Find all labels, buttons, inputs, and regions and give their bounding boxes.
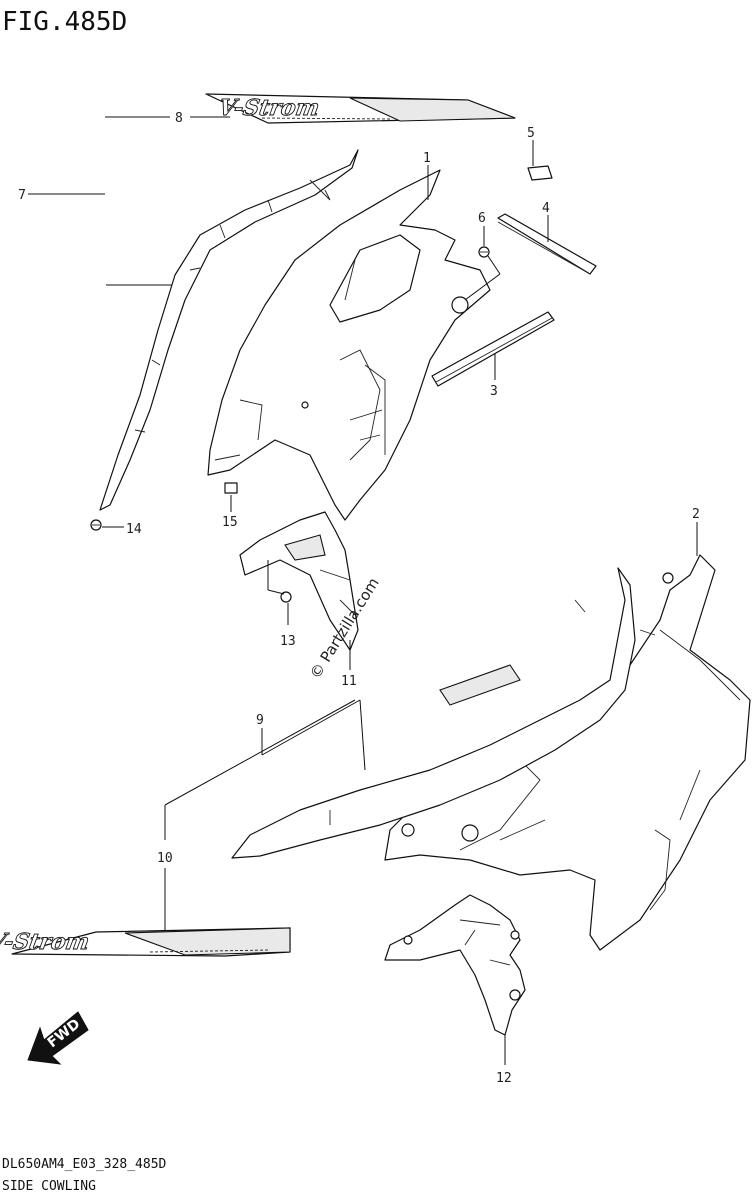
- callout-5[interactable]: 5: [527, 126, 535, 141]
- part-4-foam-bar[interactable]: [497, 213, 597, 275]
- figure-caption: SIDE COWLING: [2, 1179, 96, 1194]
- part-6-screw[interactable]: [478, 246, 490, 258]
- fwd-arrow-icon: FWD: [27, 1011, 89, 1065]
- decal-text-bottom: V-Strom: [0, 929, 91, 955]
- callout-2[interactable]: 2: [692, 507, 700, 522]
- part-5-pad[interactable]: [527, 165, 553, 181]
- figure-title: FIG.485D: [2, 7, 127, 37]
- figure-code: DL650AM4_E03_328_485D: [2, 1157, 167, 1172]
- part-14-screw[interactable]: [90, 519, 102, 531]
- part-15-clip[interactable]: [224, 482, 238, 494]
- callout-1[interactable]: 1: [423, 151, 431, 166]
- leader-10a: [164, 699, 356, 806]
- callout-9[interactable]: 9: [256, 713, 264, 728]
- part-2-side-cowling[interactable]: [384, 554, 751, 951]
- callout-6[interactable]: 6: [478, 211, 486, 226]
- part-11-lower-bracket[interactable]: [239, 511, 359, 651]
- part-13-screw[interactable]: [280, 591, 292, 603]
- part-9-under-cowling[interactable]: [231, 567, 636, 859]
- callout-8[interactable]: 8: [175, 111, 183, 126]
- part-10-decal-bottom[interactable]: V-Strom: [0, 927, 291, 957]
- part-8-decal-top[interactable]: V-Strom: [205, 93, 516, 124]
- callout-4[interactable]: 4: [542, 201, 550, 216]
- part-3-foam-bar[interactable]: [431, 311, 555, 387]
- callout-3[interactable]: 3: [490, 384, 498, 399]
- callout-13[interactable]: 13: [280, 634, 296, 649]
- callout-10[interactable]: 10: [157, 851, 173, 866]
- callout-7[interactable]: 7: [18, 188, 26, 203]
- decal-text-top: V-Strom: [217, 95, 322, 121]
- part-1-inner-cowling[interactable]: [207, 169, 491, 521]
- callout-15[interactable]: 15: [222, 515, 238, 530]
- callout-12[interactable]: 12: [496, 1071, 512, 1086]
- callout-14[interactable]: 14: [126, 522, 142, 537]
- part-7-front-cover[interactable]: [99, 149, 359, 511]
- part-12-bracket[interactable]: [384, 894, 526, 1036]
- callout-11[interactable]: 11: [341, 674, 357, 689]
